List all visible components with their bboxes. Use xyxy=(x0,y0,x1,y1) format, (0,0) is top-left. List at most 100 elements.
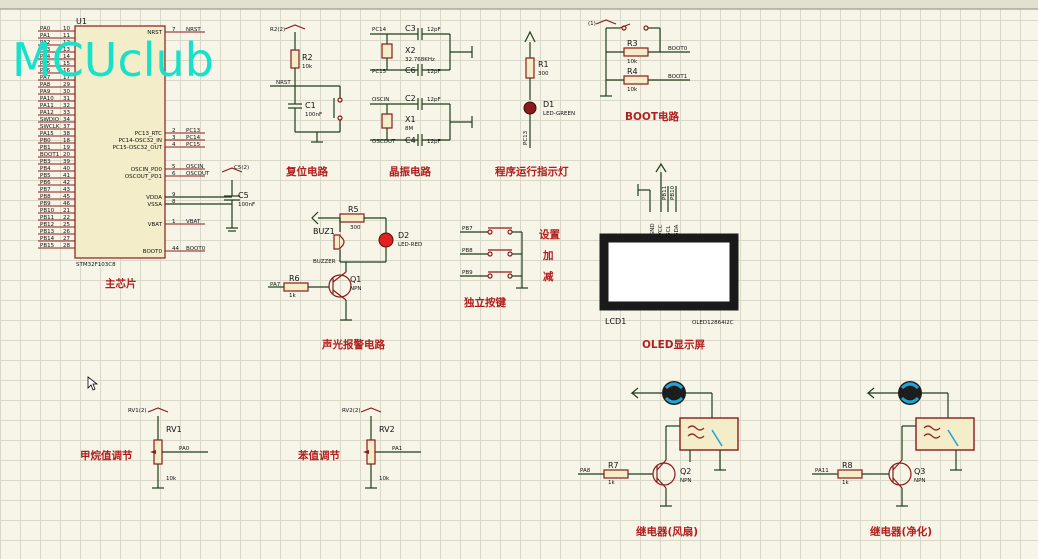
pot-rv2[interactable]: RV2(2) PA1 RV2 10k xyxy=(342,407,421,489)
mcu-pin-number: 40 xyxy=(63,166,70,172)
rv2-title: 苯值调节 xyxy=(297,449,340,462)
relay-purify[interactable]: Q3 NPN PA11 R8 1k xyxy=(812,381,975,507)
mcu-pin-label: PC14-OSC32_IN xyxy=(119,138,162,144)
mcu-pin-label: PA4 xyxy=(40,54,51,60)
svg-text:PA7: PA7 xyxy=(270,282,281,288)
svg-text:10k: 10k xyxy=(627,59,638,65)
mcu-pin-number: 39 xyxy=(63,159,70,165)
reset-title: 复位电路 xyxy=(285,165,328,178)
relay-fan-title: 继电器(风扇) xyxy=(636,525,698,538)
pot-rv1[interactable]: RV1(2) PA0 RV1 10k xyxy=(128,407,208,489)
rv1-title: 甲烷值调节 xyxy=(80,449,133,462)
c5-probe: C5(2) xyxy=(221,165,249,173)
mcu-pin-label: PA5 xyxy=(40,61,51,67)
svg-text:1k: 1k xyxy=(842,480,849,486)
mcu-pin-label: PB11 xyxy=(40,215,54,221)
svg-text:PA1: PA1 xyxy=(392,446,402,452)
mcu-pin-label: PC13_RTC xyxy=(135,131,162,137)
mcu-title: 主芯片 xyxy=(105,277,137,290)
svg-text:Q3: Q3 xyxy=(914,467,925,476)
mcu-pin-label: PB8 xyxy=(40,194,51,200)
svg-text:C2: C2 xyxy=(405,94,416,103)
relay-fan[interactable]: Q2 NPN PA8 R7 1k xyxy=(578,381,739,507)
svg-text:OLED12864I2C: OLED12864I2C xyxy=(692,320,734,326)
svg-text:C1: C1 xyxy=(305,101,316,110)
mcu-pin-pb8: PB8 45 xyxy=(38,194,75,200)
mcuclub-logo: MCUclub xyxy=(12,33,214,87)
svg-text:8M: 8M xyxy=(405,126,413,132)
svg-text:PC15: PC15 xyxy=(372,69,387,75)
mcu-pin-label: BOOT1 xyxy=(40,152,59,158)
relay-purify-title: 继电器(净化) xyxy=(870,525,932,538)
mcu-pin-number: 34 xyxy=(63,117,70,123)
mcu-pin-label: PB0 xyxy=(40,138,51,144)
mcu-pin-pa11: PA11 32 xyxy=(38,103,75,109)
mcu-pin-number: 15 xyxy=(63,61,70,67)
run-led-circuit[interactable]: R1 300 D1 LED-GREEN PC13 xyxy=(523,30,575,148)
svg-text:BUZ1: BUZ1 xyxy=(313,227,335,236)
oled-title: OLED显示屏 xyxy=(642,339,706,351)
reset-circuit[interactable]: R2(2) R2 10k NRST C1 100nF xyxy=(270,24,343,143)
mcu-pin-number: 31 xyxy=(63,96,70,102)
svg-text:100nF: 100nF xyxy=(305,112,322,118)
mcu-pin-net: PC14 xyxy=(186,135,201,141)
mcu-pin-net: PC15 xyxy=(186,142,201,148)
svg-text:PB8: PB8 xyxy=(462,248,473,254)
mcu-pin-label: PB3 xyxy=(40,159,51,165)
svg-text:D1: D1 xyxy=(543,100,554,109)
mcu-pin-label: PA11 xyxy=(40,103,54,109)
mcu-pin-label: PA1 xyxy=(40,33,50,39)
mcu-pin-label: PA8 xyxy=(40,82,51,88)
mcu-pin-number: 4 xyxy=(172,142,176,148)
mcu-pin-pb11: PB11 22 xyxy=(38,215,75,221)
mcu-pin-number: 22 xyxy=(63,215,70,221)
mcu-pin-number: 19 xyxy=(63,145,70,151)
keys-circuit[interactable]: PB7 PB8 PB9 xyxy=(460,226,528,289)
mcu-pin-number: 42 xyxy=(63,180,70,186)
svg-text:OSCOUT: OSCOUT xyxy=(372,139,396,145)
mcu-pin-number: 33 xyxy=(63,110,70,116)
mcu-pin-label: PA7 xyxy=(40,75,51,81)
key-sub-label: 减 xyxy=(543,270,554,283)
capacitor-c5[interactable]: C5 100nF xyxy=(165,180,255,232)
mcu-pin-number: 45 xyxy=(63,194,70,200)
mcu-pin-number: 5 xyxy=(172,164,176,170)
svg-text:Q2: Q2 xyxy=(680,467,691,476)
svg-text:RV2: RV2 xyxy=(379,425,395,434)
svg-text:R3: R3 xyxy=(627,39,638,48)
mcu-pin-number: 1 xyxy=(172,219,176,225)
mcu-pin-label: PB1 xyxy=(40,145,51,151)
mcu-pin-number: 41 xyxy=(63,173,70,179)
mcu-pin-net: NRST xyxy=(186,27,201,33)
key-add-label: 加 xyxy=(542,249,554,262)
crystal-circuit[interactable]: PC14 C3 12pF X2 32.768KHz PC15 C6 12pF O… xyxy=(370,24,473,146)
svg-text:SDA: SDA xyxy=(674,224,680,236)
mcu-pin-label: NRST xyxy=(147,30,162,36)
mcu-pin-number: 18 xyxy=(63,138,70,144)
mcu-pin-number: 10 xyxy=(63,26,70,32)
svg-text:300: 300 xyxy=(350,225,361,231)
mcu-pin-net: OSCOUT xyxy=(186,171,210,177)
svg-text:BOOT1: BOOT1 xyxy=(668,74,687,80)
mcu-pin-number: 16 xyxy=(63,68,70,74)
mcu-pin-number: 14 xyxy=(63,54,70,60)
svg-text:RV2(2): RV2(2) xyxy=(342,408,361,414)
mcu-pin-number: 32 xyxy=(63,103,70,109)
buzzer-alarm-circuit[interactable]: R5 300 D2 LED-RED BUZ1 BUZZER Q1 NPN PA7… xyxy=(268,205,422,321)
boot-circuit[interactable]: (1) R3 10k BOOT0 R4 10k BOOT1 xyxy=(588,19,690,97)
oled-display[interactable]: PB11 PB10 GND VCC SCL SDA LCD1 OLED12864… xyxy=(599,162,739,326)
